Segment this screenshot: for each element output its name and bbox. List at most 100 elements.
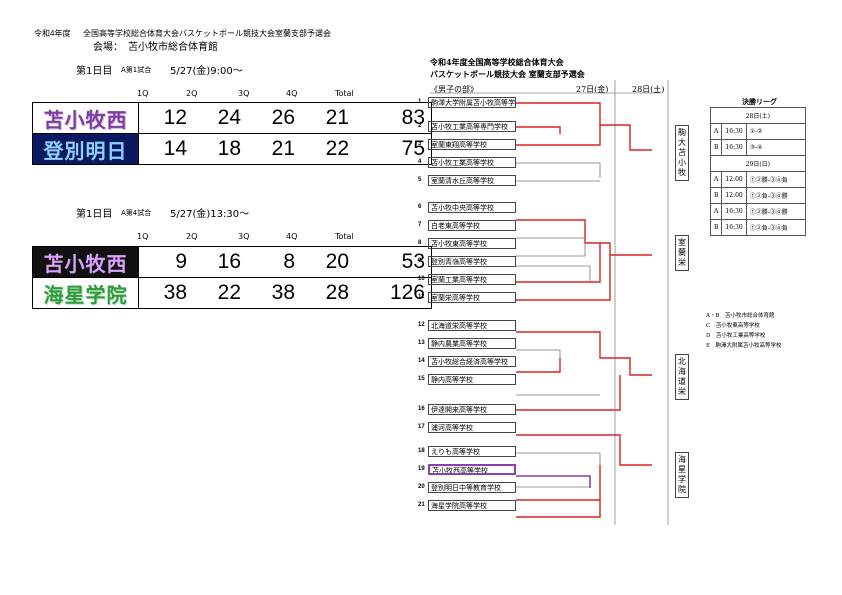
winner-box-1: 駒大苫小牧 (675, 125, 689, 181)
game1-team1-q3: 26 (247, 102, 301, 134)
bracket-entry: 登別明日中等教育学校 (428, 482, 516, 493)
bracket-entry: 苫小牧中央高等学校 (428, 202, 516, 213)
league-day2: 29日(日) (710, 155, 806, 172)
bracket-title-1: 令和4年度全国高等学校総合体育大会 (430, 57, 564, 67)
legend-line-1: A・B 苫小牧市総合体育館 (706, 313, 775, 319)
legend-line-3: D 苫小牧工業高等学校 (706, 333, 766, 339)
bracket-entry: 伊達開来高等学校 (428, 404, 516, 415)
entry-number: 6 (418, 204, 422, 210)
legend-line-4: E 駒澤大附属苫小牧高等学校 (706, 343, 782, 349)
bracket-entry: 苫小牧工業高等学校 (428, 157, 516, 168)
bracket-entry: 駒澤大学附属苫小牧高等学校 (428, 97, 516, 108)
game1-team2-total: 75 (355, 133, 432, 165)
entry-number: 8 (418, 240, 422, 246)
table-row: 28日(土) (710, 107, 806, 124)
game1-team1-q2: 24 (193, 102, 247, 134)
year-label: 令和4年度 (34, 29, 71, 38)
bracket-entry: 苫小牧工業高等専門学校 (428, 121, 516, 132)
game2-day: 第1日目 (76, 209, 113, 220)
bracket-entry: 浦河高等学校 (428, 422, 516, 433)
bracket-entry: 苫小牧西高等学校 (428, 464, 516, 475)
game2-team1-q1: 9 (138, 246, 193, 278)
game2-team2-q2: 22 (193, 277, 247, 309)
game2-score-table: 苫小牧西 9 16 8 20 53 海星学院 38 22 38 28 126 (32, 246, 432, 309)
entry-number: 7 (418, 222, 422, 228)
entry-number: 16 (418, 406, 425, 412)
entry-number: 2 (418, 123, 422, 129)
table-row: 登別明日 14 18 21 22 75 (32, 133, 432, 165)
game2-team1-total: 53 (355, 246, 432, 278)
bracket-entry: 室蘭栄高等学校 (428, 292, 516, 303)
league-cell: 16:30 (721, 123, 747, 140)
table-row: 海星学院 38 22 38 28 126 (32, 277, 432, 309)
winner-box-3: 北海道栄 (675, 354, 689, 400)
game2-col-3q: 3Q (238, 232, 250, 241)
table-row: 苫小牧西 12 24 26 21 83 (32, 102, 432, 134)
bracket-entry: 静内農業高等学校 (428, 338, 516, 349)
game1-day: 第1日目 (76, 66, 113, 77)
bracket-entry: 海星学院高等学校 (428, 500, 516, 511)
table-row: 苫小牧西 9 16 8 20 53 (32, 246, 432, 278)
entry-number: 13 (418, 340, 425, 346)
entry-number: 20 (418, 484, 425, 490)
bracket-entry: 白老東高等学校 (428, 220, 516, 231)
game2-team2-q4: 28 (301, 277, 355, 309)
entry-number: 21 (418, 502, 425, 508)
game2-team2-q3: 38 (247, 277, 301, 309)
game1-col-2q: 2Q (186, 89, 198, 98)
bracket-day2: 28日(土) (632, 85, 665, 94)
game1-datetime: 5/27(金)9:00～ (170, 66, 243, 77)
legend-line-2: C 苫小牧東高等学校 (706, 323, 760, 329)
entry-number: 12 (418, 322, 425, 328)
bracket-entry: 苫小牧総合経済高等学校 (428, 356, 516, 367)
game1-team2-q4: 22 (301, 133, 355, 165)
league-cell: ①②負-③④負 (745, 219, 806, 236)
league-cell: A (709, 123, 723, 140)
league-cell: A (709, 203, 723, 220)
entry-number: 3 (418, 141, 422, 147)
entry-number: 11 (418, 294, 425, 300)
league-cell: 16:30 (721, 139, 747, 156)
bracket-entry: 登別青嶺高等学校 (428, 256, 516, 267)
league-cell: ③-④ (745, 139, 806, 156)
game2-team2-name: 海星学院 (32, 277, 139, 309)
league-cell: ①-② (745, 123, 806, 140)
game1-team1-total: 83 (355, 102, 432, 134)
league-cell: ①②勝-③④勝 (745, 203, 806, 220)
game1-slot: A第1試合 (121, 66, 152, 74)
bracket-entry: えりも高等学校 (428, 446, 516, 457)
entry-number: 18 (418, 448, 425, 454)
league-cell: A (709, 171, 723, 188)
game1-col-1q: 1Q (137, 89, 149, 98)
game2-col-1q: 1Q (137, 232, 149, 241)
entry-number: 1 (418, 99, 422, 105)
league-cell: B (709, 219, 723, 236)
game1-team2-q2: 18 (193, 133, 247, 165)
game1-col-total: Total (335, 89, 354, 98)
game1-col-3q: 3Q (238, 89, 250, 98)
league-cell: ①②勝-③④負 (745, 171, 806, 188)
game1-col-4q: 4Q (286, 89, 298, 98)
game1-team2-name: 登別明日 (32, 133, 139, 165)
league-cell: B (709, 187, 723, 204)
game2-team1-q3: 8 (247, 246, 301, 278)
page-title: 全国高等学校総合体育大会バスケットボール競技大会室蘭支部予選会 (83, 29, 331, 38)
table-row: 29日(日) (710, 155, 806, 172)
league-cell: B (709, 139, 723, 156)
winner-box-2: 室蘭栄 (675, 235, 689, 271)
entry-number: 15 (418, 376, 425, 382)
league-cell: 12:00 (721, 187, 747, 204)
game2-datetime: 5/27(金)13:30～ (170, 209, 250, 220)
game2-col-4q: 4Q (286, 232, 298, 241)
bracket-entry: 苫小牧東高等学校 (428, 238, 516, 249)
bracket-entry: 室蘭工業高等学校 (428, 274, 516, 285)
game1-score-table: 苫小牧西 12 24 26 21 83 登別明日 14 18 21 22 75 (32, 102, 432, 165)
bracket-section: 《男子の部》 (430, 85, 478, 94)
league-cell: ①②負-③④勝 (745, 187, 806, 204)
